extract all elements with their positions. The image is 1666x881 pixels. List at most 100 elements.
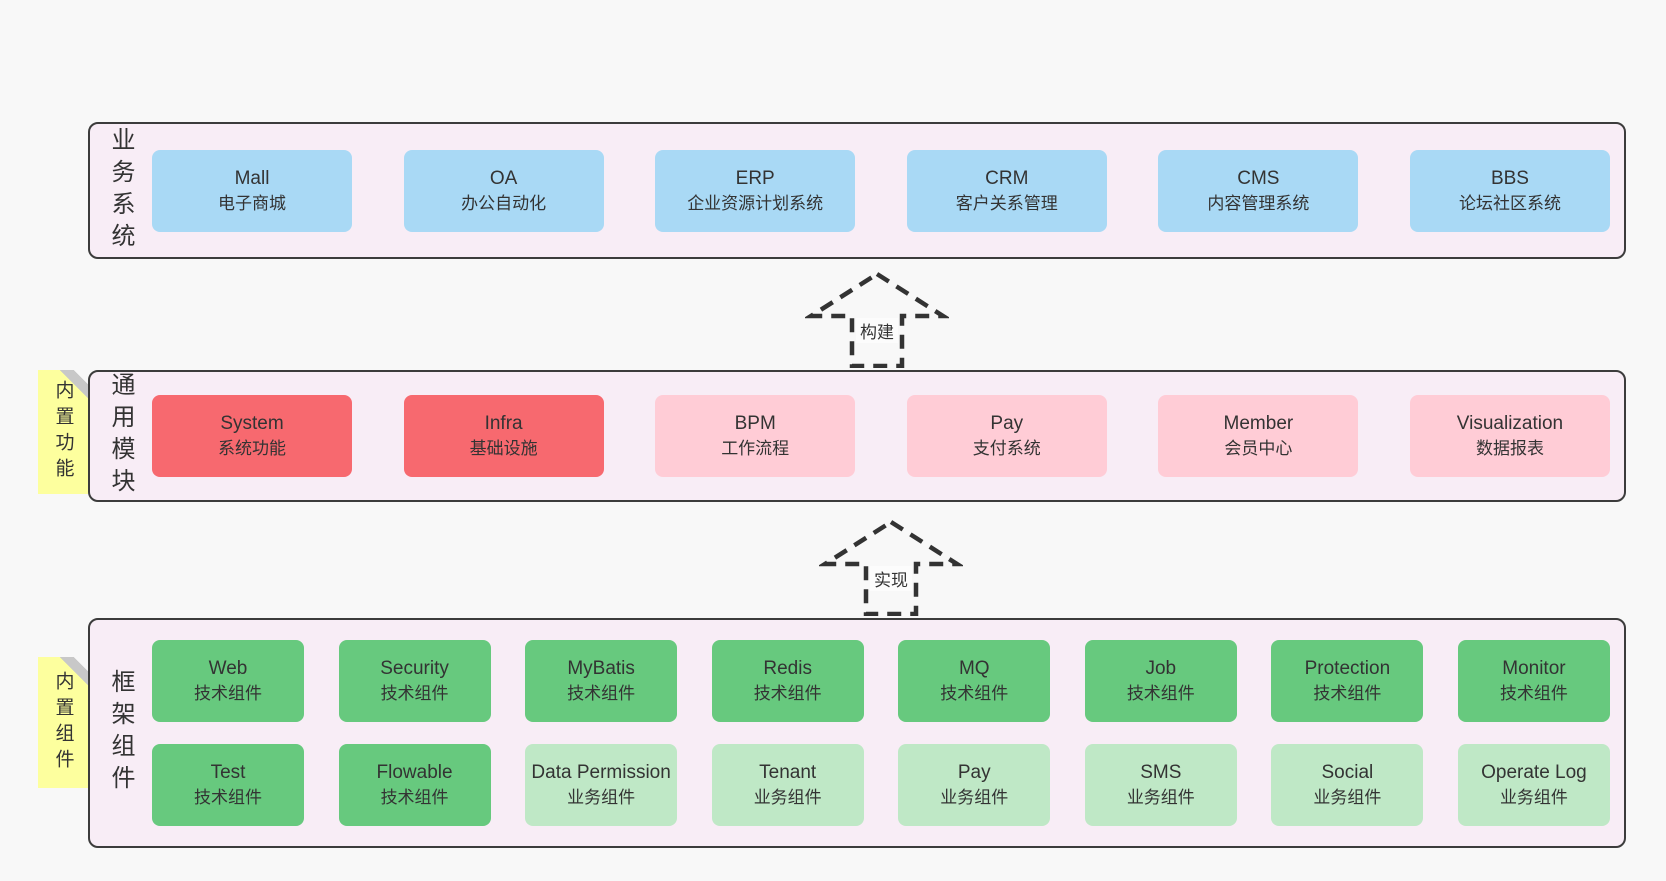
component-subtitle: 技术组件	[380, 788, 449, 808]
component-subtitle: 技术组件	[1313, 684, 1382, 704]
sticky-note-builtin-components: 内置组件	[38, 657, 88, 788]
component-box-web: Web 技术组件	[152, 640, 304, 722]
component-box-visualization: Visualization 数据报表	[1409, 395, 1610, 477]
component-title: Infra	[484, 413, 523, 435]
component-box-system: System 系统功能	[152, 395, 352, 477]
component-box-member: Member 会员中心	[1158, 395, 1359, 477]
component-title: Member	[1223, 413, 1294, 435]
component-box-protection: Protection 技术组件	[1271, 640, 1424, 722]
component-subtitle: 企业资源计划系统	[687, 193, 824, 213]
component-subtitle: 业务组件	[1499, 788, 1568, 808]
component-title: Operate Log	[1481, 762, 1587, 784]
component-title: Security	[380, 658, 449, 680]
component-title: BPM	[734, 413, 776, 435]
component-subtitle: 内容管理系统	[1207, 193, 1310, 213]
component-box-oa: OA 办公自动化	[403, 149, 604, 232]
component-title: CRM	[985, 167, 1029, 189]
common-modules-rows: System 系统功能 Infra 基础设施 BPM 工作流程 Pay 支付系统…	[152, 372, 1610, 500]
section-common-modules: 通用模块 System 系统功能 Infra 基础设施 BPM 工作流程 Pay…	[88, 370, 1626, 502]
section-business-systems-label: 业务系统	[107, 126, 134, 255]
component-box-test: Test 技术组件	[152, 744, 304, 826]
component-title: Pay	[990, 413, 1024, 435]
component-subtitle: 办公自动化	[461, 193, 547, 213]
component-box-redis: Redis 技术组件	[711, 640, 864, 722]
component-subtitle: 技术组件	[194, 684, 262, 704]
component-subtitle: 业务组件	[1126, 788, 1195, 808]
component-box-cms: CMS 内容管理系统	[1158, 149, 1359, 232]
component-title: Mall	[234, 167, 270, 189]
build-arrow-label: 构建	[856, 318, 898, 343]
business-systems-row: Mall 电子商城 OA 办公自动化 ERP 企业资源计划系统 CRM 客户关系…	[152, 149, 1610, 232]
component-subtitle: 支付系统	[972, 439, 1041, 459]
component-title: Social	[1321, 762, 1374, 784]
component-box-sms: SMS 业务组件	[1084, 744, 1237, 826]
component-box-monitor: Monitor 技术组件	[1457, 640, 1610, 722]
component-box-infra: Infra 基础设施	[403, 395, 604, 477]
component-subtitle: 工作流程	[721, 439, 790, 459]
component-title: Tenant	[759, 762, 817, 784]
component-title: SMS	[1140, 762, 1182, 784]
section-framework-components-label: 框架组件	[107, 669, 134, 797]
component-subtitle: 会员中心	[1224, 439, 1293, 459]
component-subtitle: 技术组件	[1126, 684, 1195, 704]
component-subtitle: 业务组件	[940, 788, 1009, 808]
business-systems-rows: Mall 电子商城 OA 办公自动化 ERP 企业资源计划系统 CRM 客户关系…	[152, 124, 1610, 257]
component-title: MQ	[958, 658, 990, 680]
build-arrow: 构建	[805, 270, 949, 368]
component-box-data-permission: Data Permission 业务组件	[525, 744, 678, 826]
component-box-operate-log: Operate Log 业务组件	[1457, 744, 1610, 826]
component-box-crm: CRM 客户关系管理	[906, 149, 1107, 232]
component-subtitle: 技术组件	[753, 684, 822, 704]
component-subtitle: 客户关系管理	[955, 193, 1058, 213]
component-subtitle: 技术组件	[567, 684, 636, 704]
component-title: Visualization	[1456, 413, 1564, 435]
up-arrow-icon	[819, 519, 963, 616]
component-title: Monitor	[1502, 658, 1566, 680]
section-framework-components: 框架组件 Web 技术组件 Security 技术组件 MyBatis 技术组件…	[88, 618, 1626, 848]
component-box-mall: Mall 电子商城	[152, 149, 352, 232]
component-subtitle: 业务组件	[1313, 788, 1382, 808]
component-title: Pay	[957, 762, 991, 784]
component-subtitle: 业务组件	[753, 788, 822, 808]
component-subtitle: 基础设施	[469, 439, 538, 459]
component-subtitle: 论坛社区系统	[1458, 193, 1561, 213]
component-box-pay: Pay 支付系统	[906, 395, 1107, 477]
sticky-note-builtin-features: 内置功能	[38, 370, 88, 494]
up-arrow-icon	[805, 271, 949, 368]
component-title: System	[220, 413, 284, 435]
component-box-mybatis: MyBatis 技术组件	[525, 640, 678, 722]
component-box-bbs: BBS 论坛社区系统	[1409, 149, 1610, 232]
component-box-security: Security 技术组件	[338, 640, 491, 722]
implement-arrow: 实现	[819, 518, 963, 616]
component-box-bpm: BPM 工作流程	[655, 395, 856, 477]
component-title: Test	[210, 762, 246, 784]
component-box-flowable: Flowable 技术组件	[338, 744, 491, 826]
component-title: Flowable	[376, 762, 453, 784]
component-title: CMS	[1237, 167, 1280, 189]
framework-components-row-1: Web 技术组件 Security 技术组件 MyBatis 技术组件 Redi…	[152, 640, 1610, 722]
component-title: Job	[1145, 658, 1177, 680]
section-business-systems: 业务系统 Mall 电子商城 OA 办公自动化 ERP 企业资源计划系统 CRM…	[88, 122, 1626, 259]
component-subtitle: 电子商城	[218, 193, 286, 213]
component-title: Data Permission	[531, 762, 671, 784]
component-title: Redis	[763, 658, 812, 680]
sticky-note-builtin-components-label: 内置组件	[52, 670, 74, 775]
component-subtitle: 业务组件	[567, 788, 636, 808]
component-subtitle: 技术组件	[194, 788, 262, 808]
framework-components-row-2: Test 技术组件 Flowable 技术组件 Data Permission …	[152, 744, 1610, 826]
component-subtitle: 系统功能	[218, 439, 286, 459]
section-common-modules-label: 通用模块	[107, 372, 134, 500]
component-title: MyBatis	[567, 658, 635, 680]
component-title: BBS	[1490, 167, 1529, 189]
component-title: ERP	[735, 167, 775, 189]
component-title: Protection	[1304, 658, 1391, 680]
common-modules-row: System 系统功能 Infra 基础设施 BPM 工作流程 Pay 支付系统…	[152, 395, 1610, 477]
component-subtitle: 技术组件	[1499, 684, 1568, 704]
component-box-pay: Pay 业务组件	[898, 744, 1051, 826]
component-subtitle: 技术组件	[940, 684, 1009, 704]
component-box-erp: ERP 企业资源计划系统	[655, 149, 856, 232]
component-box-job: Job 技术组件	[1084, 640, 1237, 722]
implement-arrow-label: 实现	[870, 566, 912, 591]
sticky-note-builtin-features-label: 内置功能	[52, 380, 74, 484]
component-box-social: Social 业务组件	[1271, 744, 1424, 826]
